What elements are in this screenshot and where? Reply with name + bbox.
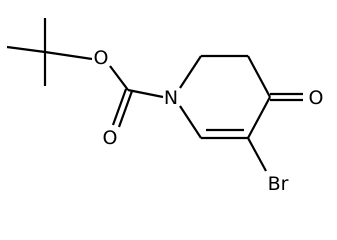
bond-ch2-to-ketone-c	[247, 55, 271, 98]
bond-beta-c-to-n	[179, 105, 202, 139]
bond-alpha-c-to-br	[247, 137, 267, 172]
bromine-label: Br	[268, 173, 289, 195]
ring-nitrogen-label: N	[164, 87, 178, 109]
ether-oxygen-label: O	[94, 47, 109, 69]
ketone-oxygen-label: O	[309, 87, 324, 109]
molecule-drawing: N O O O Br	[6, 18, 324, 195]
bond-ether-o-to-carbonyl-c	[109, 65, 129, 91]
bond-carbamate-c-o-double-a	[111, 88, 128, 126]
bond-ketone-c-to-alpha-c	[247, 96, 271, 139]
bond-n-to-ch2	[179, 55, 202, 89]
bond-carbonyl-c-to-n	[127, 88, 164, 99]
carbamate-carbonyl-oxygen-label: O	[103, 127, 118, 149]
bond-carbamate-c-o-double-b	[117, 90, 134, 128]
bond-methyl-left	[6, 45, 46, 54]
bond-quaternary-c-to-ether-o	[44, 50, 93, 61]
